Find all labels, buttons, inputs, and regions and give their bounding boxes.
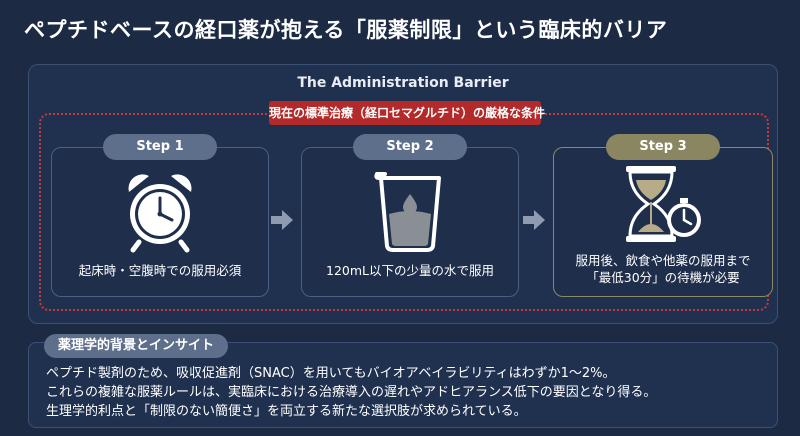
hourglass-stopwatch-icon — [626, 166, 701, 242]
step-2-card: Step 2 120mL以下の少量の水で服用 — [301, 134, 519, 297]
administration-barrier-panel: The Administration Barrier 現在の標準治療（経口セマグ… — [28, 64, 778, 324]
insight-body: ペプチド製剤のため、吸収促進剤（SNAC）を用いてもバイオアベイラビリティはわず… — [46, 364, 766, 421]
step-2-text: 120mL以下の少量の水で服用 — [326, 263, 494, 278]
step-2-badge: Step 2 — [353, 134, 467, 160]
step-3-badge: Step 3 — [606, 134, 720, 160]
step-1-card: Step 1 起床時・空腹時での服用必須 — [51, 134, 269, 297]
arrow-right-icon — [523, 210, 545, 230]
step-3-text: 服用後、飲食や他薬の服用まで 「最低30分」の待機が必要 — [560, 252, 766, 286]
arrow-right-icon — [271, 210, 293, 230]
step-1-badge: Step 1 — [103, 134, 217, 160]
insight-line-2: これらの複雑な服薬ルールは、実臨床における治療導入の遅れやアドヒアランス低下の要… — [46, 385, 657, 400]
step-3-text-line2: 「最低30分」の待機が必要 — [586, 270, 740, 285]
step-1-text: 起床時・空腹時での服用必須 — [78, 263, 242, 278]
main-title: ペプチドベースの経口薬が抱える「服薬制限」という臨床的バリア — [24, 18, 668, 42]
insight-line-3: 生理学的利点と「制限のない簡便さ」を両立する新たな選択肢が求められている。 — [46, 404, 527, 419]
insight-line-1: ペプチド製剤のため、吸収促進剤（SNAC）を用いてもバイオアベイラビリティはわず… — [46, 366, 616, 381]
step-3-card: Step 3 服用後、飲食や他薬の服用まで 「最低30分」の待機が必要 — [553, 134, 773, 297]
step-3-text-line1: 服用後、飲食や他薬の服用まで — [575, 253, 751, 268]
panel-title: The Administration Barrier — [297, 75, 509, 91]
condition-banner: 現在の標準治療（経口セマグルチド）の厳格な条件 — [269, 101, 545, 125]
insight-tag: 薬理学的背景とインサイト — [44, 334, 229, 358]
alarm-clock-icon — [128, 174, 192, 253]
water-beaker-icon — [374, 172, 441, 252]
